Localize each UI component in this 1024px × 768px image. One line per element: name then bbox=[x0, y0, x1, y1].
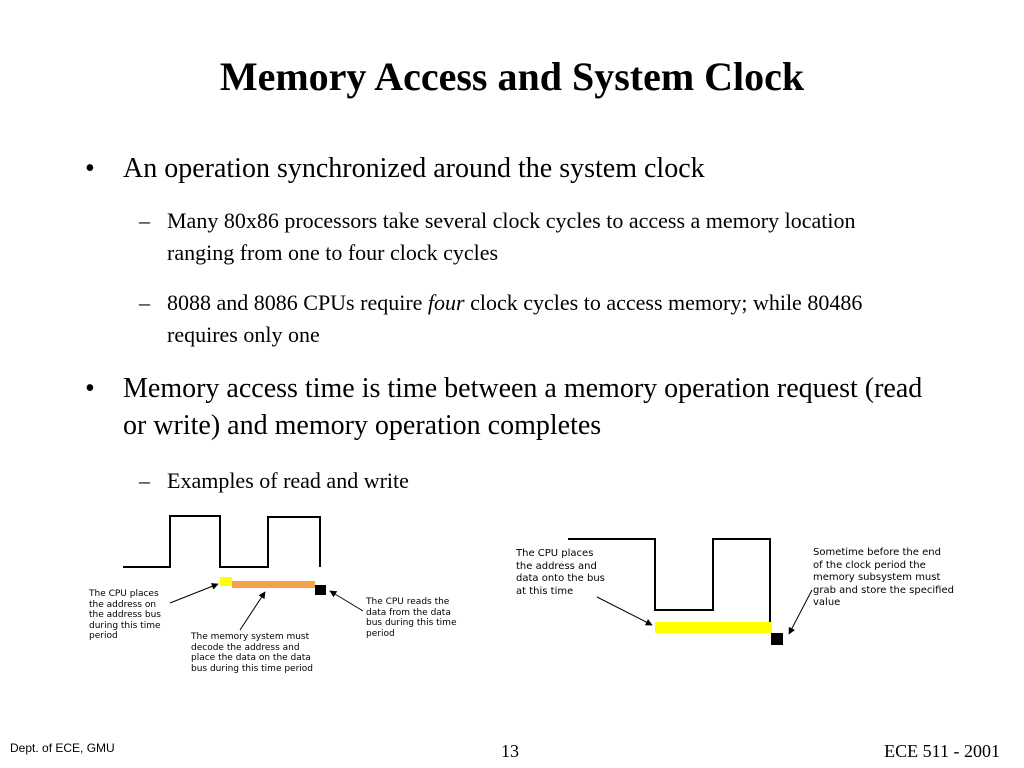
sub-bullet-1-2: – 8088 and 8086 CPUs require four clock … bbox=[139, 287, 907, 351]
bullet-1: • An operation synchronized around the s… bbox=[85, 150, 943, 187]
bullet-marker: • bbox=[85, 153, 95, 184]
left-orange-segment bbox=[232, 581, 315, 588]
bullet-2: • Memory access time is time between a m… bbox=[85, 370, 943, 444]
sub-bullet-2-1: – Examples of read and write bbox=[139, 465, 907, 497]
sub-bullet-2-1-text: Examples of read and write bbox=[167, 468, 409, 493]
right-clock-waveform bbox=[568, 538, 771, 624]
left-label-cpu-reads: The CPU reads the data from the data bus… bbox=[366, 597, 457, 639]
sub-bullet-1-1-text: Many 80x86 processors take several clock… bbox=[167, 208, 856, 265]
sub-bullet-1-2-post: clock cycles to access memory; while 804… bbox=[167, 290, 863, 347]
bullet-1-text: An operation synchronized around the sys… bbox=[123, 153, 705, 184]
sub-bullet-marker: – bbox=[139, 468, 150, 493]
left-label-memory-system: The memory system must decode the addres… bbox=[191, 632, 314, 674]
right-arrow-sometime bbox=[788, 589, 813, 635]
bullet-2-text: Memory access time is time between a mem… bbox=[123, 373, 923, 441]
left-arrow-cpu-reads bbox=[329, 590, 364, 612]
right-yellow-segment bbox=[655, 622, 772, 633]
left-clock-waveform bbox=[123, 515, 321, 568]
footer-department: Dept. of ECE, GMU bbox=[10, 741, 115, 755]
left-yellow-segment bbox=[220, 577, 232, 586]
right-black-segment bbox=[771, 633, 783, 645]
sub-bullet-1-2-pre: 8088 and 8086 CPUs require bbox=[167, 290, 428, 315]
right-arrow-cpu-places bbox=[596, 596, 653, 626]
sub-bullet-marker: – bbox=[139, 208, 150, 233]
left-black-segment bbox=[315, 585, 326, 595]
left-arrow-cpu-places bbox=[169, 583, 219, 604]
bullet-marker: • bbox=[85, 373, 95, 404]
slide-title: Memory Access and System Clock bbox=[219, 54, 805, 99]
sub-bullet-1-1: – Many 80x86 processors take several clo… bbox=[139, 205, 907, 269]
sub-bullet-1-2-emphasis: four bbox=[427, 290, 465, 315]
right-label-cpu-places: The CPU places the address and data onto… bbox=[516, 548, 605, 597]
sub-bullet-marker: – bbox=[139, 290, 150, 315]
right-label-sometime: Sometime before the end of the clock per… bbox=[813, 547, 954, 608]
left-arrow-memory-system bbox=[239, 591, 266, 631]
left-label-cpu-places: The CPU places the address on the addres… bbox=[89, 589, 161, 641]
footer-page-number: 13 bbox=[501, 741, 519, 761]
footer-course: ECE 511 - 2001 bbox=[884, 741, 1000, 761]
